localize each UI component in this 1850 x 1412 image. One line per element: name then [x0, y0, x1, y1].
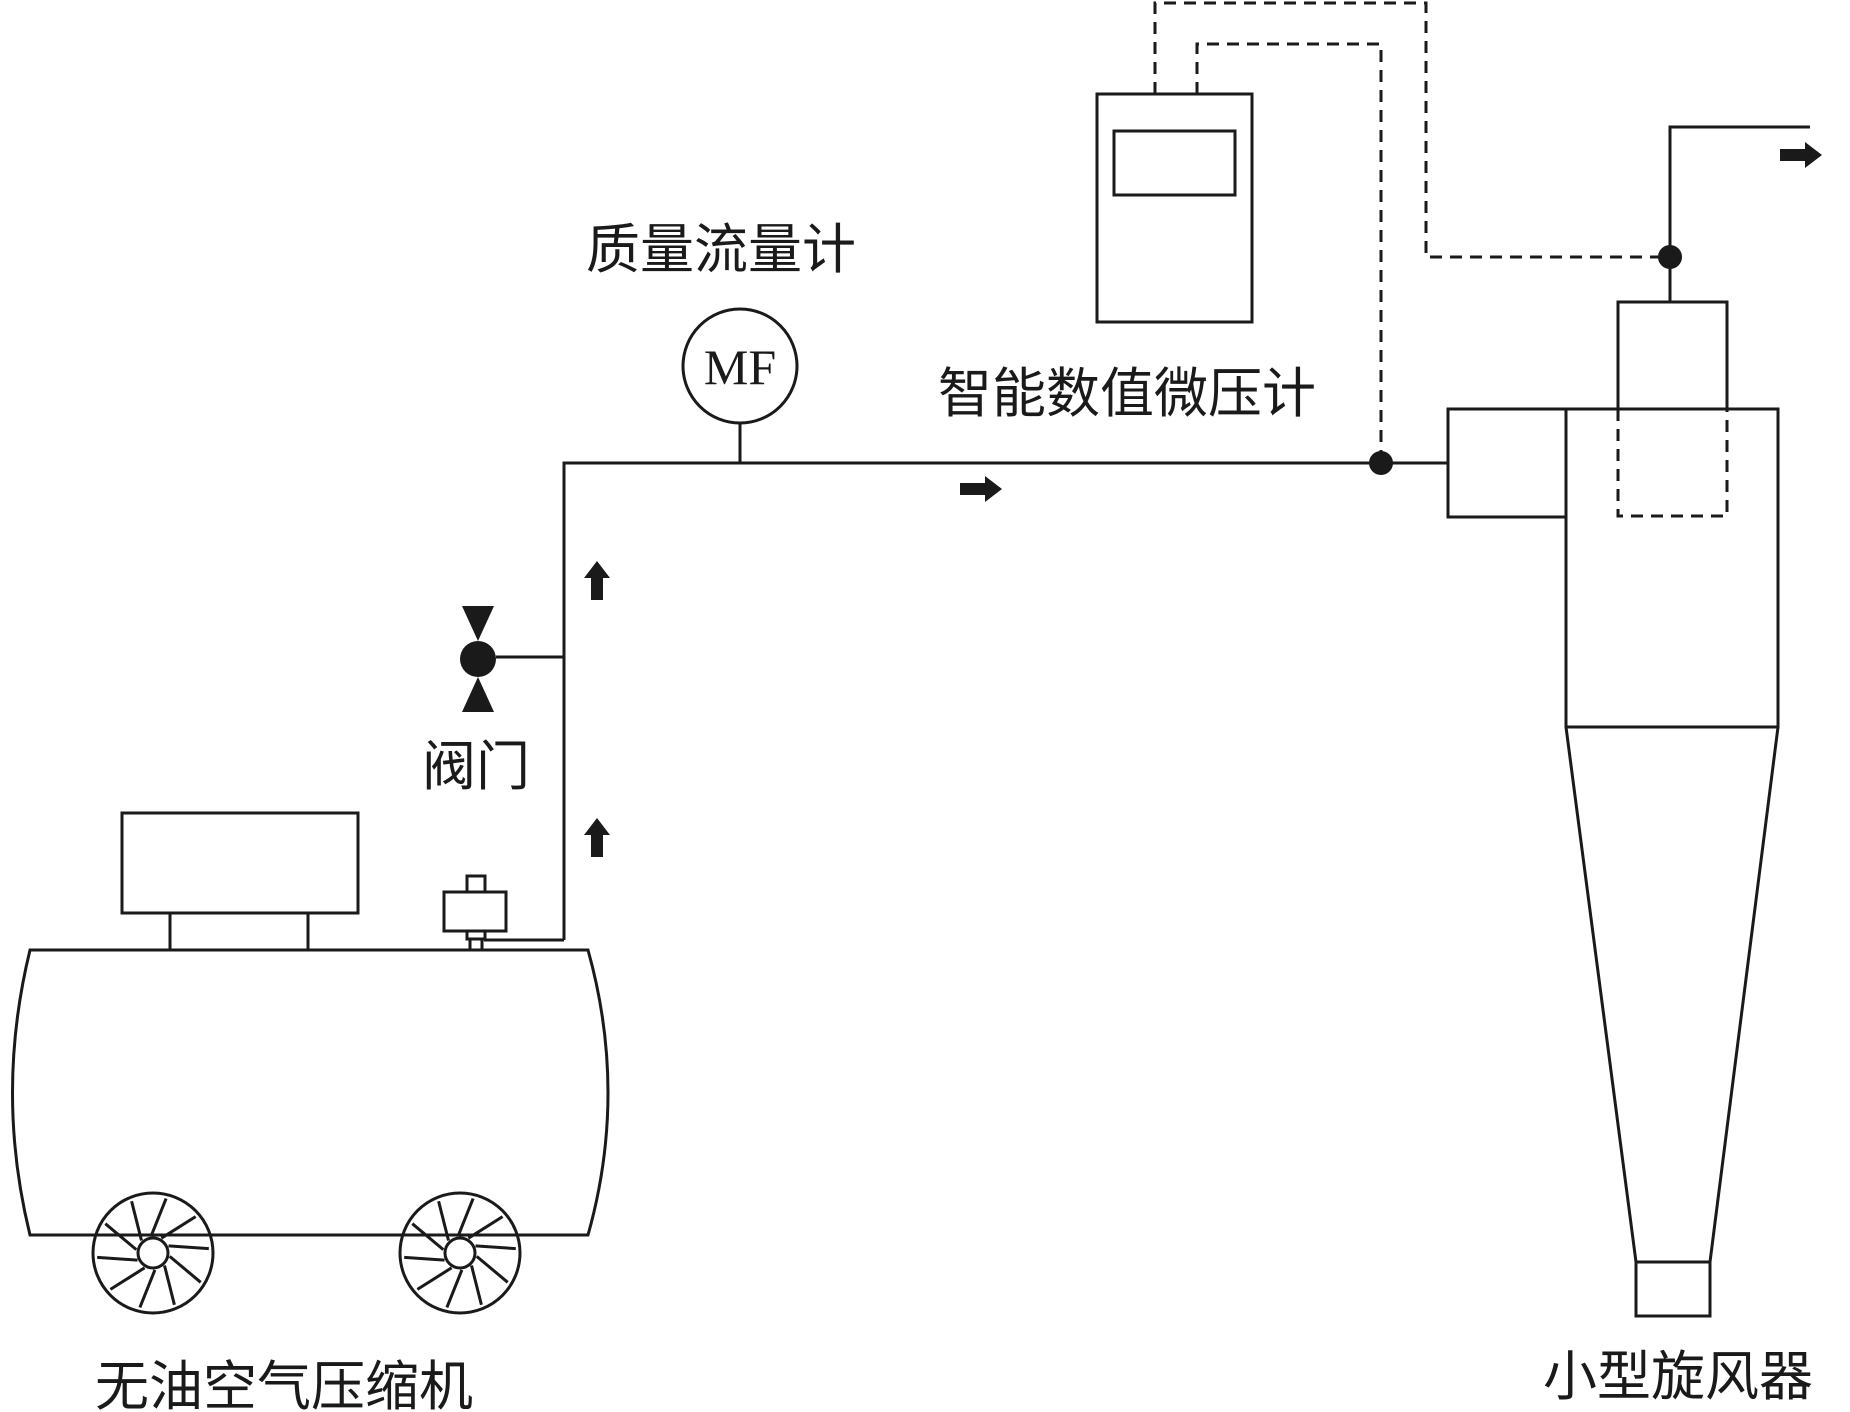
- manometer-display: [1112, 129, 1237, 197]
- compressor-wheel-left: [91, 1191, 215, 1315]
- wheel-spoke: [97, 1255, 138, 1262]
- micro-manometer: 智能数值微压计: [938, 1, 1670, 463]
- valve-label: 阀门: [422, 735, 530, 798]
- wheel-spoke: [416, 1266, 453, 1291]
- mass-flow-meter: MF 质量流量计: [586, 218, 856, 463]
- wheel-spoke: [168, 1244, 209, 1251]
- wheel-spoke: [404, 1255, 445, 1262]
- compressor-outlet-fitting: [442, 874, 564, 952]
- wheel-spoke: [475, 1255, 509, 1284]
- flowmeter-symbol: MF: [704, 339, 776, 395]
- valve: 阀门: [422, 606, 564, 798]
- flow-arrow-up-lower: [584, 818, 610, 857]
- compressor-label: 无油空气压缩机: [95, 1355, 473, 1412]
- cyclone-label: 小型旋风器: [1543, 1345, 1813, 1408]
- wheel-spoke: [470, 1265, 483, 1306]
- main-pipeline: [562, 461, 1448, 940]
- compressor-motor: [120, 811, 360, 915]
- compressor-wheel-right: [398, 1191, 522, 1315]
- wheel-spoke: [149, 1198, 168, 1237]
- inlet-pressure-tap: [1369, 451, 1393, 475]
- wheel-spoke: [467, 1215, 504, 1240]
- wheel-spoke: [411, 1222, 445, 1251]
- wheel-spoke: [130, 1200, 143, 1241]
- wheel-spoke: [138, 1269, 157, 1308]
- wheel-spoke: [160, 1215, 197, 1240]
- wheel-spoke: [163, 1265, 176, 1306]
- flow-arrow-right: [960, 476, 1002, 502]
- wheel-spoke: [475, 1244, 516, 1251]
- compressor-tank: [11, 948, 610, 1237]
- wheel-spoke: [168, 1255, 202, 1284]
- pressure-tap-line-outlet: [1153, 1, 1670, 259]
- wheel-spoke: [109, 1266, 146, 1291]
- wheel-spoke: [456, 1198, 475, 1237]
- wheel-spoke: [437, 1200, 450, 1241]
- manometer-label: 智能数值微压计: [938, 362, 1316, 425]
- cyclone-separator: 小型旋风器: [1446, 125, 1813, 1408]
- air-compressor: 无油空气压缩机: [11, 811, 610, 1412]
- flow-arrow-up-upper: [584, 561, 610, 600]
- flow-arrow-outlet: [1780, 142, 1822, 168]
- wheel-spoke: [445, 1269, 464, 1308]
- pressure-tap-line-inlet: [1195, 42, 1383, 463]
- wheel-spoke: [104, 1222, 138, 1251]
- flowmeter-label: 质量流量计: [586, 218, 856, 281]
